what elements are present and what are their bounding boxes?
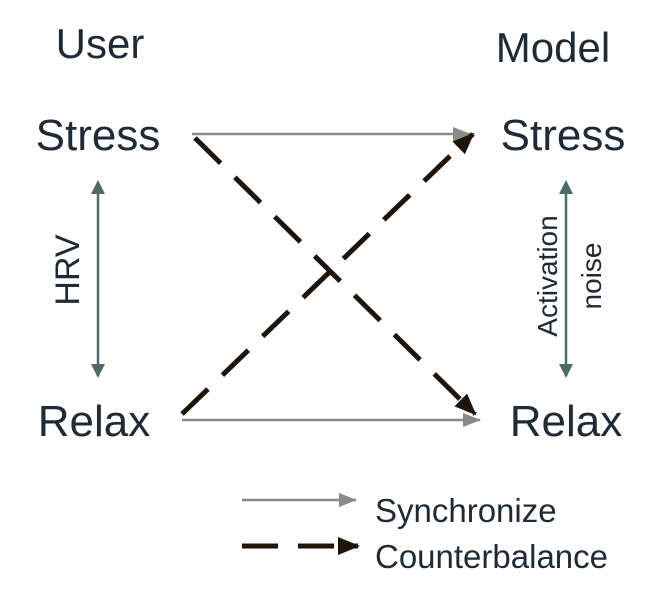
user-column-header: User: [56, 20, 145, 67]
hrv-label: HRV: [49, 234, 87, 305]
model-column-header: Model: [496, 24, 610, 71]
counterbalance-arrow-user-stress-to-model-relax: [193, 136, 477, 416]
legend: Synchronize Counterbalance: [242, 492, 608, 575]
user-stress-label: Stress: [36, 111, 161, 160]
noise-label: noise: [576, 243, 607, 310]
legend-counterbalance-label: Counterbalance: [375, 538, 608, 575]
model-stress-label: Stress: [501, 111, 626, 160]
counterbalance-arrow-user-relax-to-model-stress: [180, 132, 475, 416]
user-relax-label: Relax: [38, 397, 151, 446]
legend-synchronize-label: Synchronize: [375, 492, 557, 529]
model-relax-label: Relax: [510, 397, 623, 446]
activation-label: Activation: [532, 215, 563, 336]
